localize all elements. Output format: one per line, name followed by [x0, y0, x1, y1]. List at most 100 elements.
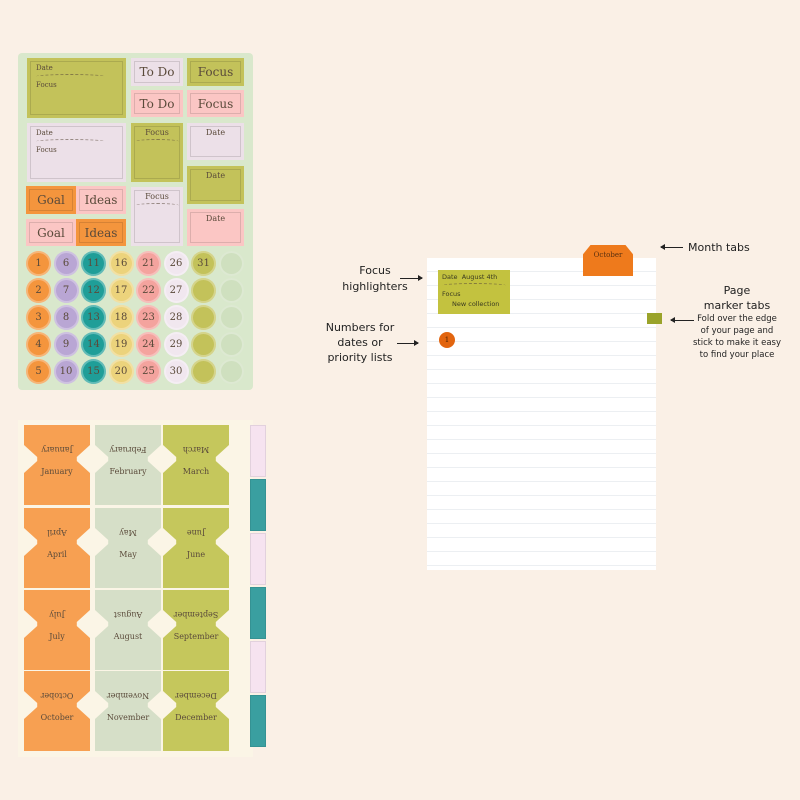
label-line: Numbers for — [325, 321, 395, 334]
month-label: March — [182, 445, 210, 454]
label-line: marker tabs — [703, 299, 771, 312]
arrow-left-icon — [660, 244, 683, 250]
focus-highlighter-sticker: Date August 4th Focus New collection — [438, 270, 510, 314]
focus-label: Focus — [36, 81, 57, 89]
month-label: August — [113, 631, 143, 641]
label-line: stick to make it easy — [693, 338, 781, 348]
goal-sticker: Goal — [26, 219, 76, 246]
number-circle-sticker: 11 — [81, 251, 106, 276]
focus-label: Focus — [145, 128, 169, 137]
month-label: May — [119, 549, 137, 559]
arrow-right-icon — [400, 275, 423, 281]
number-circle-sticker: 29 — [163, 332, 189, 357]
date-sticker: Date — [187, 209, 244, 246]
month-label: November — [106, 712, 150, 722]
ideas-sticker: Ideas — [76, 186, 126, 214]
todo-sticker: To Do — [131, 58, 183, 86]
focus-sticker: Focus — [187, 58, 244, 86]
month-label: October — [40, 691, 74, 700]
number-circle-sticker: 4 — [26, 332, 51, 357]
date-value: August 4th — [461, 273, 498, 281]
label-line: priority lists — [327, 351, 393, 364]
number-circle-sticker: 3 — [26, 305, 51, 330]
number-circle-sticker: 26 — [163, 251, 189, 276]
arrow-right-icon — [397, 340, 419, 346]
label-line: of your page and — [700, 326, 774, 336]
page-marker-tab — [647, 313, 662, 324]
number-circle-sticker: 9 — [53, 332, 79, 357]
date-label: Date — [205, 214, 226, 223]
number-circle-sticker: 17 — [108, 278, 134, 303]
number-circle-sticker: 20 — [108, 359, 134, 384]
number-circle-sticker: 15 — [81, 359, 106, 384]
ideas-sticker: Ideas — [76, 219, 126, 246]
month-label: June — [186, 528, 206, 537]
month-label: February — [109, 466, 147, 476]
month-label: April — [47, 528, 67, 537]
number-circle-sticker: 28 — [163, 305, 189, 330]
label-line: dates or — [337, 336, 383, 349]
date-label: Date — [36, 129, 53, 137]
goal-sticker: Goal — [26, 186, 76, 214]
page-marker-strip — [250, 425, 266, 477]
month-label: July — [49, 610, 65, 619]
page-marker-strip — [250, 641, 266, 693]
month-label: March — [182, 466, 210, 476]
date-label: Date — [205, 171, 226, 180]
number-circle-sticker: 18 — [108, 305, 134, 330]
number-circle-sticker: 1 — [26, 251, 51, 276]
label-line: Fold over the edge — [697, 314, 777, 324]
month-tabs-label: Month tabs — [688, 241, 750, 254]
number-circle-sticker: 7 — [53, 278, 79, 303]
number-circle-sticker: 31 — [191, 251, 216, 276]
number-circle-sticker: 6 — [53, 251, 79, 276]
month-label: December — [175, 691, 217, 700]
month-label: November — [106, 691, 150, 700]
label-line: Page — [723, 284, 751, 297]
focus-label: Focus — [145, 192, 169, 201]
october-month-tab: October — [583, 245, 633, 276]
month-label: December — [175, 712, 217, 722]
focus-box-sticker: Focus — [131, 123, 183, 182]
month-label: April — [47, 549, 67, 559]
number-circle-sticker — [191, 332, 216, 357]
date-sticker: Date — [187, 166, 244, 204]
month-label: January — [41, 445, 73, 454]
month-label: May — [119, 528, 137, 537]
number-circle-sticker: 23 — [136, 305, 161, 330]
month-label: October — [40, 712, 74, 722]
month-label: September — [173, 631, 219, 641]
date-label: Date — [442, 273, 458, 281]
number-circle-sticker — [218, 305, 244, 330]
page-marker-description: Fold over the edge of your page and stick … — [684, 313, 790, 361]
number-circle-sticker: 21 — [136, 251, 161, 276]
month-label: July — [49, 631, 65, 641]
page-marker-strip — [250, 533, 266, 585]
number-sticker: 1 — [439, 332, 455, 348]
focus-box-sticker: Focus — [131, 187, 183, 246]
page-marker-strip — [250, 479, 266, 531]
number-circle-sticker — [218, 278, 244, 303]
notebook-page-mockup — [427, 258, 656, 570]
label-line: highlighters — [342, 280, 408, 293]
number-circle-sticker: 10 — [53, 359, 79, 384]
page-marker-strip — [250, 587, 266, 639]
number-circle-sticker: 14 — [81, 332, 106, 357]
number-circle-sticker: 13 — [81, 305, 106, 330]
focus-label: Focus — [36, 146, 57, 154]
number-circle-sticker — [218, 359, 244, 384]
focus-sticker: Focus — [187, 90, 244, 117]
